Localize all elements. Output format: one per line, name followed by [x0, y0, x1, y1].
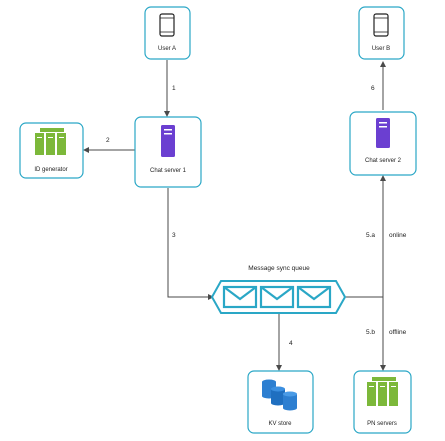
smartphone-icon	[159, 13, 175, 37]
node-chat-server-1[interactable]: Chat server 1	[134, 116, 202, 188]
edge-label-5b: 5.b	[366, 329, 375, 336]
edge-label-5a: 5.a	[366, 232, 375, 239]
id-generator-label: ID generator	[34, 167, 67, 173]
node-id-generator[interactable]: ID generator	[19, 122, 84, 179]
user-a-label: User A	[158, 46, 176, 52]
queue-title: Message sync queue	[248, 265, 310, 272]
kv-store-label: KV store	[268, 421, 292, 427]
smartphone-icon	[373, 13, 389, 37]
edge-label-5a-note: online	[389, 232, 407, 239]
chat-server-2-label: Chat server 2	[365, 158, 402, 164]
pn-servers-label: PN servers	[367, 421, 397, 427]
node-pn-servers[interactable]: PN servers	[353, 370, 412, 434]
connector-lines	[83, 60, 386, 371]
chat-server-1-label: Chat server 1	[150, 168, 187, 174]
server-icon	[161, 125, 175, 157]
node-user-a[interactable]: User A	[144, 6, 191, 60]
server-cluster-icon	[35, 128, 66, 155]
node-chat-server-2[interactable]: Chat server 2	[349, 111, 417, 176]
database-icon	[262, 379, 297, 411]
edge-label-5b-note: offline	[389, 329, 407, 336]
edge-label-2: 2	[106, 137, 110, 144]
node-kv-store[interactable]: KV store	[247, 370, 314, 434]
edge-chat-server-1-to-queue	[167, 188, 214, 300]
edge-label-1: 1	[172, 85, 176, 92]
server-cluster-icon	[367, 377, 398, 406]
edge-label-3: 3	[172, 232, 176, 239]
envelope-icons	[222, 285, 332, 309]
edge-label-4: 4	[289, 340, 293, 347]
node-user-b[interactable]: User B	[358, 6, 405, 60]
user-b-label: User B	[372, 46, 390, 52]
node-message-queue[interactable]	[210, 280, 347, 314]
edge-label-6: 6	[371, 85, 375, 92]
server-icon	[376, 118, 390, 148]
